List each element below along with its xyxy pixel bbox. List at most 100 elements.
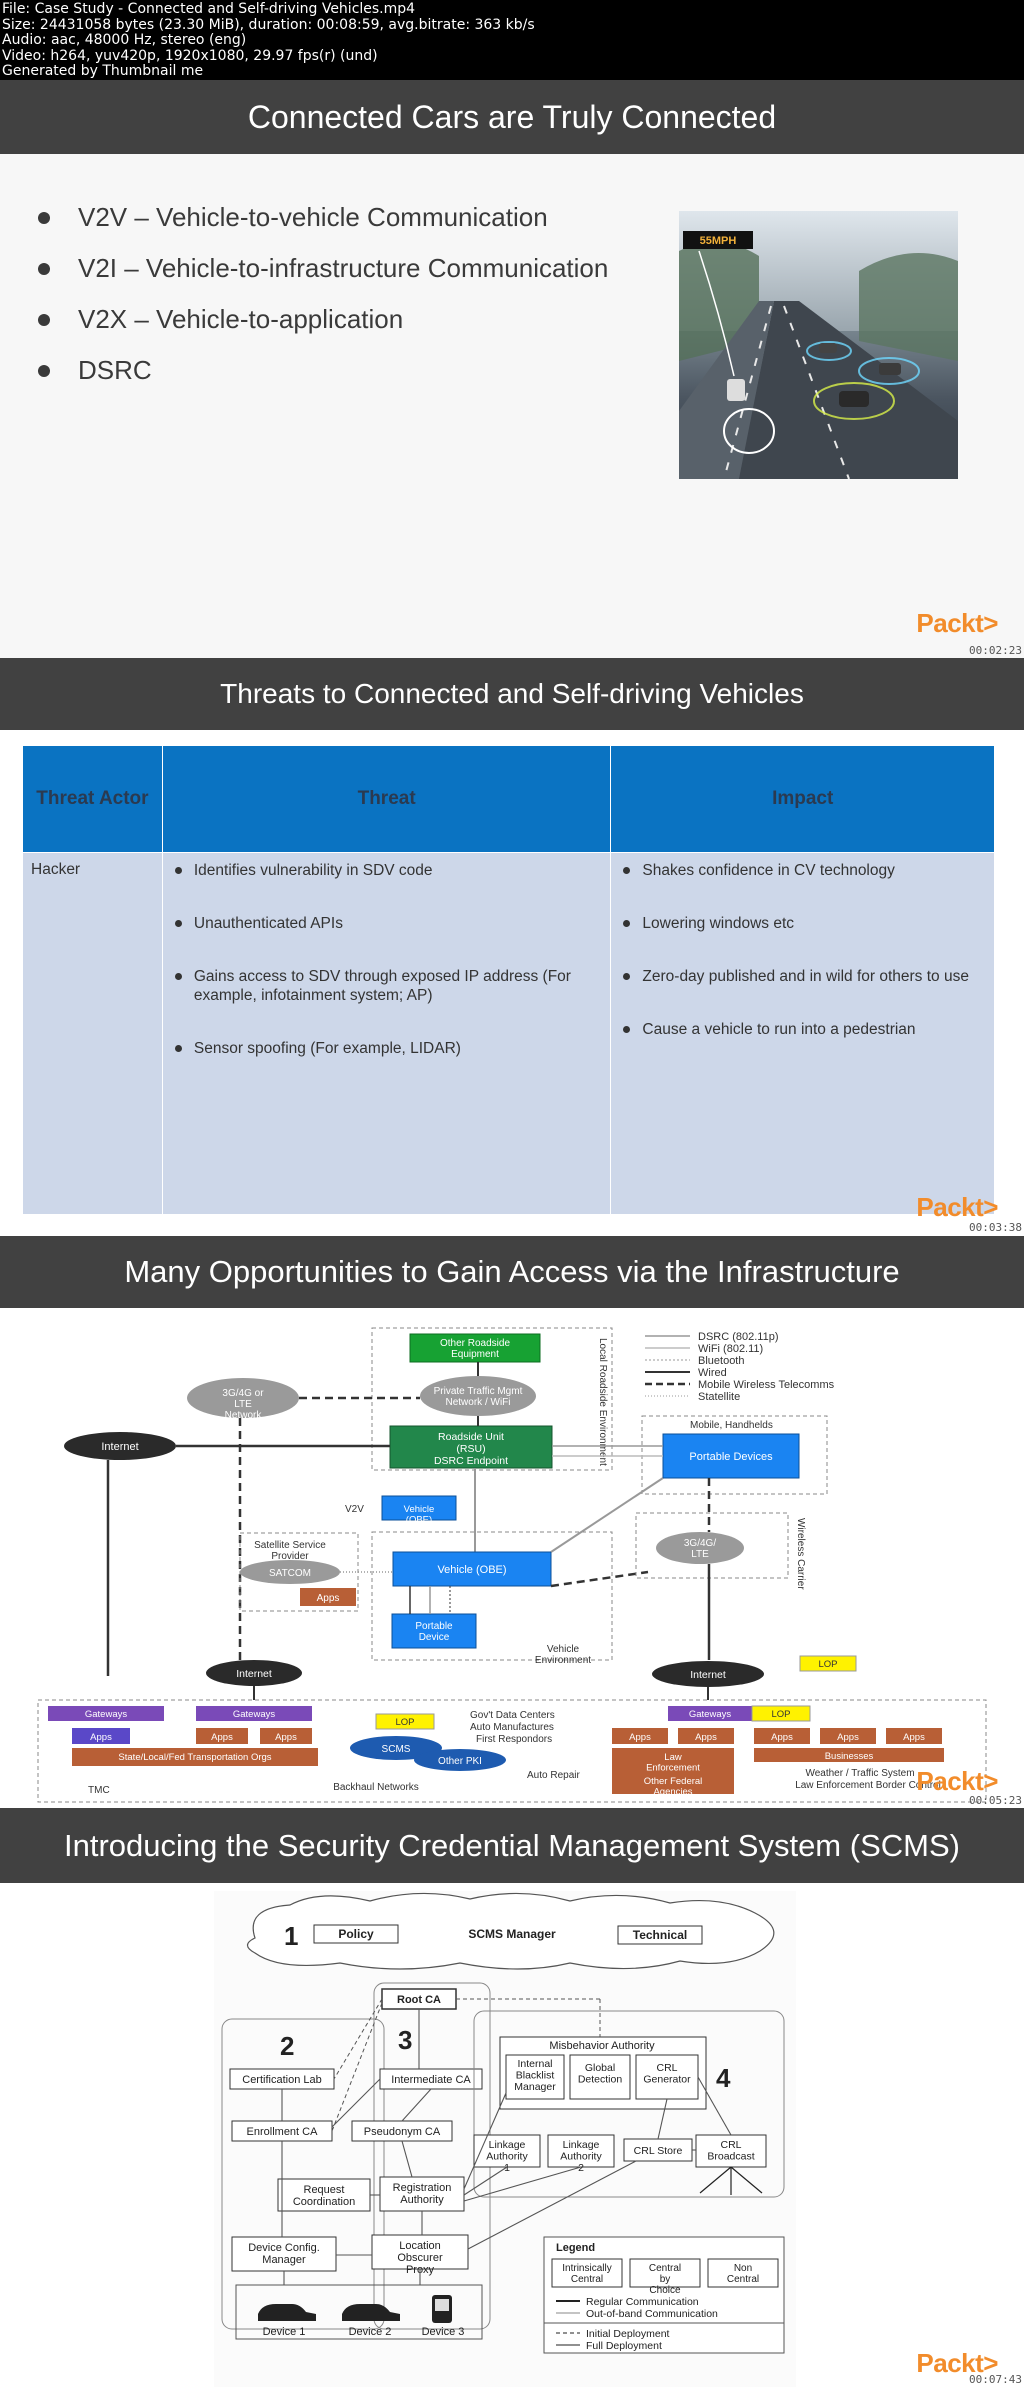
- apps-box-6: [754, 1728, 810, 1744]
- misbehavior-label: Misbehavior Authority: [549, 2040, 655, 2052]
- technical-box: [617, 1925, 703, 1945]
- list-item: Sensor spoofing (For example, LIDAR): [171, 1039, 603, 1058]
- lop-box-right: [799, 1655, 857, 1672]
- infrastructure-diagram: DSRC (802.11p) WiFi (802.11) Bluetooth W…: [37, 1327, 987, 1803]
- bullet-dot-icon: [174, 920, 182, 927]
- gateways-label-2: Gateways: [233, 1709, 275, 1720]
- list-item: Shakes confidence in CV technology: [619, 861, 986, 880]
- scms-connections: [281, 2009, 732, 2285]
- bullet-item: V2I – Vehicle-to-infrastructure Communic…: [38, 243, 608, 294]
- region-2-box: [221, 2018, 385, 2330]
- scms-legend-box: [543, 2236, 785, 2354]
- apps-label-2: Apps: [211, 1732, 233, 1743]
- bullet-dot-icon: [38, 262, 50, 275]
- legend-dsrc: DSRC (802.11p): [698, 1331, 779, 1343]
- govt-label-3: First Respondors: [476, 1734, 552, 1745]
- lop-label-bottom: LOP: [771, 1709, 790, 1720]
- apps-box-1: [72, 1728, 130, 1744]
- header-threat: Threat: [161, 745, 612, 853]
- file-size: Size: 24431058 bytes (23.30 MiB), durati…: [2, 16, 535, 33]
- video-info-bar: File: Case Study - Connected and Self-dr…: [0, 0, 1024, 80]
- header-impact: Impact: [610, 745, 995, 853]
- legend-cat2-box: [629, 2258, 701, 2288]
- connected-highway-photo: 55MPH: [679, 211, 958, 479]
- state-transport-box: [72, 1748, 318, 1766]
- packt-logo: Packt>: [916, 2348, 998, 2378]
- request-coord-box: [277, 2178, 371, 2212]
- policy-label: Policy: [338, 1927, 374, 1941]
- scms-manager-label: SCMS Manager: [468, 1927, 556, 1941]
- businesses-box: [754, 1748, 944, 1762]
- apps-box-4: [612, 1728, 668, 1744]
- legend-cat1-box: [551, 2258, 623, 2288]
- internet-left-cloud: [64, 1432, 176, 1460]
- gateways-box-2: [196, 1706, 312, 1721]
- satcom-label: SATCOM: [269, 1568, 311, 1579]
- gateways-box-1: [48, 1706, 164, 1721]
- legend-cat3-box: [707, 2258, 779, 2288]
- legend-regular-label: Regular Communication: [586, 2296, 699, 2308]
- region-number-1: 1: [284, 1921, 298, 1951]
- list-item: Identifies vulnerability in SDV code: [171, 861, 603, 880]
- apps-label-6: Apps: [771, 1732, 793, 1743]
- slide-threats: Threats to Connected and Self-driving Ve…: [0, 658, 1024, 1236]
- apps-box-5: [678, 1728, 734, 1744]
- other-pki-label: Other PKI: [438, 1756, 482, 1767]
- scms-cloud: [350, 1736, 442, 1760]
- internet-right-label: Internet: [690, 1669, 726, 1681]
- policy-box: [313, 1924, 399, 1944]
- apps-label-8: Apps: [903, 1732, 925, 1743]
- other-roadside-box: [409, 1333, 541, 1363]
- packt-logo: Packt>: [916, 1192, 998, 1222]
- apps-box-2: [196, 1728, 248, 1744]
- private-traffic-cloud: [420, 1376, 536, 1416]
- location-proxy-box: [371, 2234, 469, 2270]
- registration-box: [379, 2176, 465, 2212]
- apps-box: [300, 1588, 356, 1606]
- technical-label: Technical: [633, 1928, 687, 1942]
- region-number-2: 2: [280, 2031, 294, 2061]
- local-roadside-label: Local Roadside Environment: [597, 1338, 608, 1466]
- slide-title: Threats to Connected and Self-driving Ve…: [0, 658, 1024, 730]
- rsu-label-3: DSRC Endpoint: [434, 1455, 508, 1467]
- slide-title: Connected Cars are Truly Connected: [0, 80, 1024, 154]
- speed-sign: 55MPH: [700, 235, 737, 247]
- legend-wired: Wired: [698, 1367, 727, 1379]
- lop-label-left: LOP: [395, 1717, 414, 1728]
- apps-label-5: Apps: [695, 1732, 717, 1743]
- wireless-carrier-label: Wireless Carrier: [795, 1518, 806, 1590]
- auto-repair-label: Auto Repair: [527, 1770, 580, 1781]
- legend-satellite: Statellite: [698, 1391, 740, 1403]
- slide-scms: Introducing the Security Credential Mana…: [0, 1808, 1024, 2387]
- gateways-label-3: Gateways: [689, 1709, 731, 1720]
- portable-devices-box: [662, 1433, 800, 1479]
- impacts-cell: Shakes confidence in CV technology Lower…: [610, 852, 995, 1215]
- bullet-item: V2V – Vehicle-to-vehicle Communication: [38, 192, 608, 243]
- header-threat-actor: Threat Actor: [22, 745, 163, 853]
- internet-right-cloud: [652, 1661, 764, 1687]
- generator-info: Generated by Thumbnail me: [2, 63, 204, 80]
- legend-title: Legend: [556, 2242, 595, 2254]
- intermediate-ca-label: Intermediate CA: [391, 2074, 471, 2086]
- enrollment-ca-label: Enrollment CA: [247, 2126, 319, 2138]
- satcom-cloud: [240, 1560, 340, 1584]
- bullet-dot-icon: [623, 920, 631, 927]
- pseudonym-ca-label: Pseudonym CA: [364, 2126, 441, 2138]
- slide-connected-cars: Connected Cars are Truly Connected V2V –…: [0, 80, 1024, 658]
- diagram-legend: DSRC (802.11p) WiFi (802.11) Bluetooth W…: [645, 1331, 835, 1403]
- law-enforcement-box: [612, 1748, 734, 1794]
- state-transport-label: State/Local/Fed Transportation Orgs: [118, 1752, 271, 1763]
- govt-label-1: Gov't Data Centers: [470, 1710, 555, 1721]
- list-item: Lowering windows etc: [619, 914, 986, 933]
